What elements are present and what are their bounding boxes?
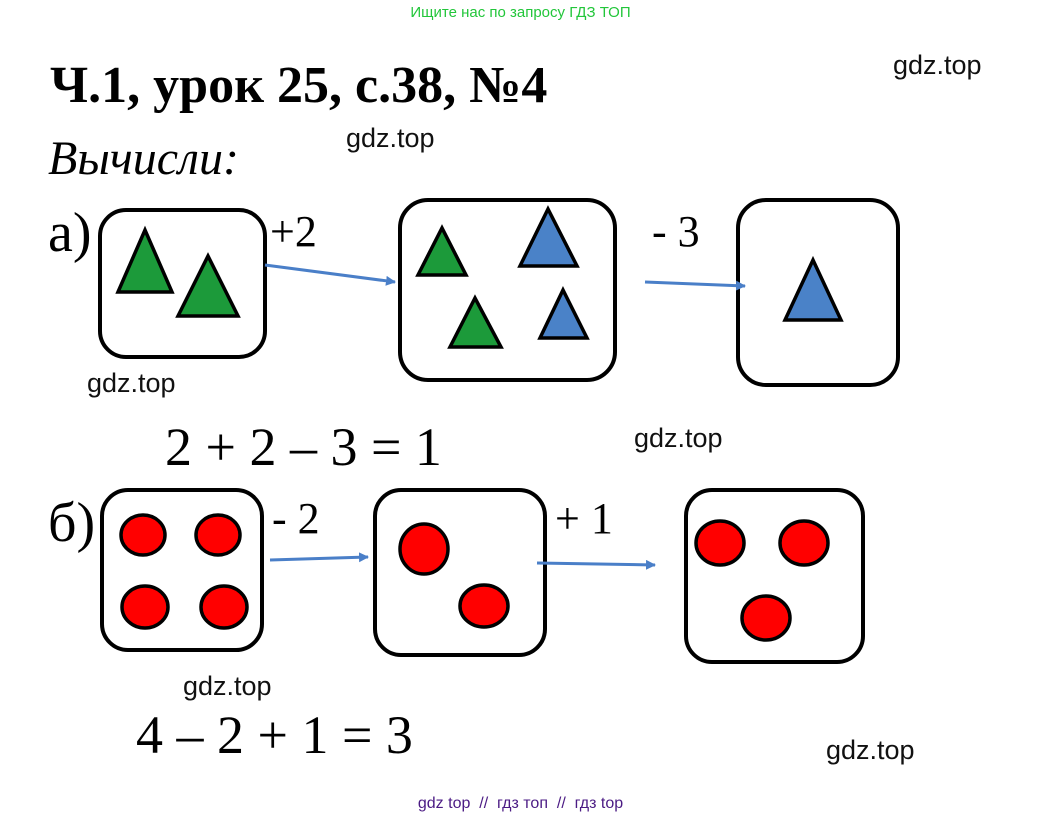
arrow: [536, 559, 656, 570]
arrow: [644, 280, 746, 291]
red-circle: [120, 584, 170, 630]
blue-triangle: [517, 205, 580, 268]
part-a-label: а): [48, 202, 92, 264]
blue-triangle: [537, 286, 590, 340]
red-circle: [740, 594, 792, 642]
box-b1: [100, 488, 264, 652]
red-circle: [398, 522, 450, 576]
watermark: gdz.top: [87, 368, 176, 398]
watermark: gdz.top: [183, 671, 272, 701]
green-triangle: [175, 252, 241, 318]
part-a-step2: - 3: [652, 207, 700, 256]
watermark: gdz.top: [346, 123, 435, 153]
box-a2: [398, 198, 617, 382]
box-b3: [684, 488, 865, 664]
green-triangle: [447, 294, 504, 349]
red-circle: [778, 519, 830, 567]
watermark: gdz.top: [826, 735, 915, 765]
arrow: [264, 263, 396, 286]
part-a-step1: +2: [270, 207, 317, 256]
red-circle: [199, 584, 249, 630]
green-triangle: [415, 224, 469, 277]
box-a3: [736, 198, 900, 387]
watermark: gdz.top: [634, 423, 723, 453]
blue-triangle: [782, 255, 844, 322]
red-circle: [458, 583, 510, 629]
part-b-step1: - 2: [272, 494, 320, 543]
part-b-label: б): [48, 492, 96, 554]
box-b2: [373, 488, 547, 657]
red-circle: [119, 513, 167, 557]
top-banner[interactable]: Ищите нас по запросу ГДЗ ТОП: [410, 4, 631, 21]
part-a-equation: 2 + 2 – 3 = 1: [165, 417, 442, 477]
arrow: [269, 552, 369, 563]
red-circle: [694, 519, 746, 567]
box-a1: [98, 208, 267, 359]
green-triangle: [115, 225, 175, 294]
red-circle: [194, 513, 242, 557]
part-b-equation: 4 – 2 + 1 = 3: [136, 705, 413, 765]
watermark: gdz.top: [893, 50, 982, 80]
instruction: Вычисли:: [48, 132, 239, 185]
page-title: Ч.1, урок 25, с.38, №4: [50, 57, 548, 114]
part-b-step2: + 1: [555, 494, 613, 543]
footer-links[interactable]: gdz top // гдз топ // гдз top: [417, 795, 624, 812]
